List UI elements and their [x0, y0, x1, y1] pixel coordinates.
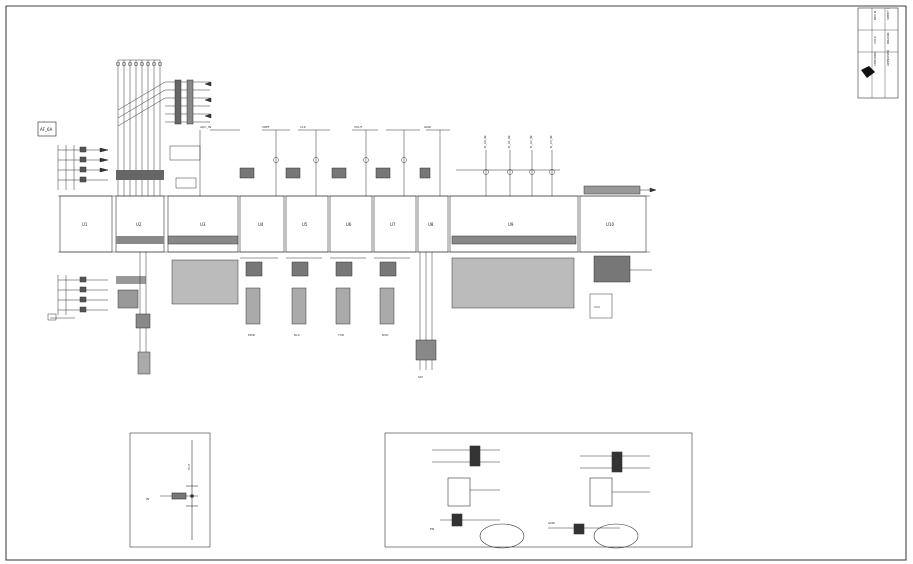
title-cell-3: 2019 — [873, 36, 877, 44]
chip-u9 — [449, 195, 579, 253]
chip-u8 — [417, 195, 449, 253]
sub-label-gnd: GND — [548, 521, 556, 525]
bus-label-1: D_A0_IN — [483, 136, 487, 148]
chip-label-u9: U9 — [508, 222, 514, 227]
block-note-group: PWR RLS TXD RXD SPI VCC — [248, 305, 600, 379]
chip-u1 — [59, 195, 113, 253]
chip-label-u5: U5 — [302, 222, 308, 227]
chip-u10 — [579, 195, 647, 253]
mid-label-group: ADC_IN VREF CLK VOUT GND — [200, 125, 432, 129]
logo-icon — [861, 66, 875, 78]
bus-label-4: D_A3_IN — [549, 136, 553, 148]
chip-u4 — [239, 195, 285, 253]
chip-u5 — [285, 195, 329, 253]
block-note-3: TXD — [337, 333, 345, 337]
chip-label-u3: U3 — [200, 222, 206, 227]
input-connector-box: AF_6A — [37, 121, 57, 137]
chip-label-u10: U10 — [606, 222, 614, 227]
chip-label-u4: U4 — [258, 222, 264, 227]
block-note-1: PWR — [248, 333, 255, 337]
sub-label-group-right: EN GND — [430, 521, 556, 531]
sub-label-group-left: OUT IN — [146, 463, 191, 501]
block-note-2: RLS — [294, 333, 300, 337]
left-ladder-top — [57, 145, 109, 190]
upper-signals — [169, 129, 450, 196]
chip-label-u7: U7 — [390, 222, 396, 227]
title-cell-6: APPROVED — [886, 49, 890, 66]
title-cell-5: CHECKED — [873, 51, 877, 66]
title-block: REV B SHEET 1 2019 DRAWN CHECKED APPROVE… — [857, 7, 899, 99]
mid-label-2: VREF — [262, 125, 270, 129]
mid-label-3: CLK — [300, 125, 307, 129]
chip-u3 — [167, 195, 239, 253]
subcircuit-right — [384, 432, 693, 549]
block-note-6: VCC — [594, 305, 600, 309]
left-ladder-bottom — [47, 275, 108, 321]
chip-labels: U1 U2 U3 U4 U5 U6 U7 U8 U9 U10 — [82, 222, 614, 227]
chip-u7 — [373, 195, 417, 253]
block-note-4: RXD — [382, 333, 389, 337]
mid-label-5: GND — [424, 125, 432, 129]
input-connector-label: AF_6A — [40, 127, 53, 132]
mid-label-4: VOUT — [354, 125, 363, 129]
title-cell-2: SHEET 1 — [886, 7, 890, 20]
right-connector — [583, 185, 657, 319]
bus-label-2: D_A1_IN — [507, 136, 511, 148]
title-cell-1: REV B — [873, 11, 877, 20]
lower-banks — [117, 235, 577, 375]
sub-label-out: OUT — [187, 463, 191, 470]
block-note-5: SPI — [418, 375, 423, 379]
right-signals — [456, 150, 560, 196]
subcircuit-left — [129, 432, 211, 548]
chip-label-u6: U6 — [346, 222, 352, 227]
bus-label-3: D_A2_IN — [529, 136, 533, 148]
mid-label-1: ADC_IN — [200, 125, 211, 129]
sub-label-en: EN — [430, 527, 434, 531]
chip-label-u8: U8 — [428, 222, 434, 227]
sub-label-in: IN — [146, 497, 149, 501]
bus-label-group: D_A0_IN D_A1_IN D_A2_IN D_A3_IN — [483, 136, 553, 148]
chip-label-u1: U1 — [82, 222, 88, 227]
title-cell-4: DRAWN — [886, 33, 890, 44]
u2-resistors — [116, 170, 164, 284]
chip-label-u2: U2 — [136, 222, 142, 227]
chip-u6 — [329, 195, 373, 253]
